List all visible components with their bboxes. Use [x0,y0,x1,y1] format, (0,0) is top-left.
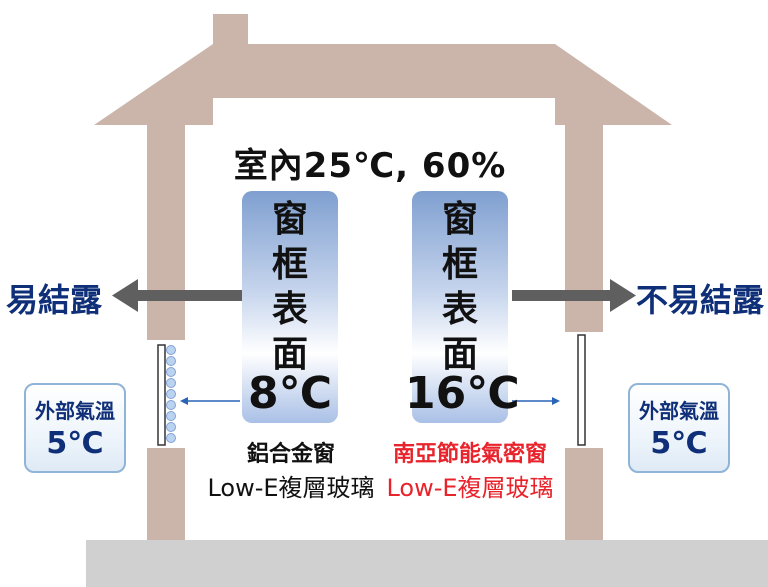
indoor-condition: 室內25℃, 60% [233,146,507,186]
left-wall-upper [147,98,185,340]
left-wall-lower [147,448,185,540]
caption-subtitle: Low-E複層玻璃 [386,474,554,502]
right-panel-char: 面 [441,334,478,375]
outdoor-temp-label: 外部氣溫 [639,399,719,423]
left-panel-char: 框 [271,244,308,285]
caption-title: 鋁合金窗 [246,442,335,467]
right-panel-label: 窗 框 表 面 [412,197,508,377]
caption-subtitle: Low-E複層玻璃 [207,474,375,502]
right-panel-char: 表 [441,289,478,330]
outdoor-temp-label: 外部氣溫 [35,399,115,423]
right-window-caption: 南亞節能氣密窗 Low-E複層玻璃 [360,436,580,503]
right-wall-lower [565,448,603,540]
caption-title: 南亞節能氣密窗 [392,442,547,467]
right-panel-char: 窗 [441,199,478,240]
right-window-glass [577,334,586,446]
right-frame-panel [412,191,508,423]
right-grey-arrow [512,279,636,312]
outdoor-temp-value: 5℃ [46,426,104,461]
right-condensation-label: 不易結露 [636,281,765,319]
left-panel-label: 窗 框 表 面 [242,197,338,377]
left-panel-char: 表 [271,289,308,330]
right-panel-temp: 16℃ [405,368,520,419]
left-window-caption: 鋁合金窗 Low-E複層玻璃 [186,436,396,503]
left-panel-char: 面 [271,334,308,375]
outdoor-temp-box-left: 外部氣溫 5℃ [24,383,126,473]
condensation-droplets [166,345,176,443]
right-panel-char: 框 [441,244,478,285]
left-condensation-label: 易結露 [6,281,103,319]
outdoor-temp-box-right: 外部氣溫 5℃ [628,383,730,473]
roof [94,44,672,125]
left-grey-arrow [112,279,242,312]
left-window-glass [157,344,166,446]
outdoor-temp-value: 5℃ [650,426,708,461]
left-panel-temp: 8℃ [248,368,332,419]
right-blue-arrow [512,397,560,405]
left-blue-arrow [180,397,240,405]
chimney [213,14,248,44]
left-panel-char: 窗 [271,199,308,240]
left-frame-panel [242,191,338,423]
ground [86,540,768,587]
